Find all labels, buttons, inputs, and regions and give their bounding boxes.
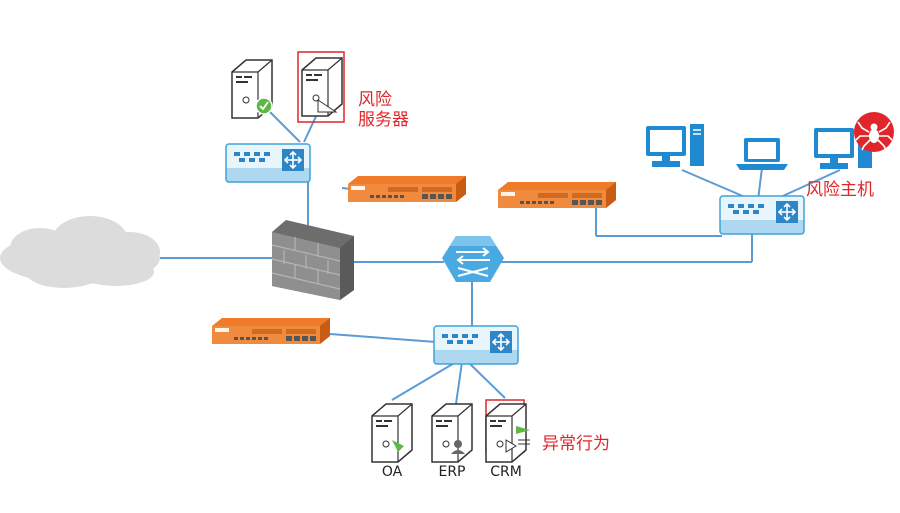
risk-server-icon <box>297 51 345 123</box>
abnormal-behavior-label: 异常行为 <box>542 434 610 454</box>
security-appliance-icon-top <box>348 176 466 202</box>
desktop-pc-icon-1 <box>645 123 705 168</box>
server-icon-erp <box>431 403 473 463</box>
switch-icon-right <box>719 195 805 235</box>
server-erp-label: ERP <box>438 464 466 480</box>
risk-crm-server-icon <box>485 399 530 463</box>
spider-malware-icon <box>854 112 894 152</box>
switch-icon-top <box>225 143 311 183</box>
cloud-icon <box>0 216 160 288</box>
risk-server-label-line2: 服务器 <box>358 110 409 130</box>
server-oa-label: OA <box>381 464 403 480</box>
server-icon-top-left <box>231 59 273 119</box>
server-crm-label: CRM <box>490 464 522 480</box>
switch-icon-bottom <box>433 325 519 365</box>
server-icon-oa <box>371 403 413 463</box>
connection-lines <box>160 111 841 405</box>
router-icon <box>442 236 504 282</box>
security-appliance-icon-bottom <box>212 318 330 344</box>
security-appliance-icon-right <box>498 182 616 208</box>
firewall-icon <box>271 220 354 300</box>
risk-server-label-line1: 风险 <box>358 90 392 110</box>
laptop-icon <box>736 138 788 170</box>
risk-host-label: 风险主机 <box>806 180 874 200</box>
